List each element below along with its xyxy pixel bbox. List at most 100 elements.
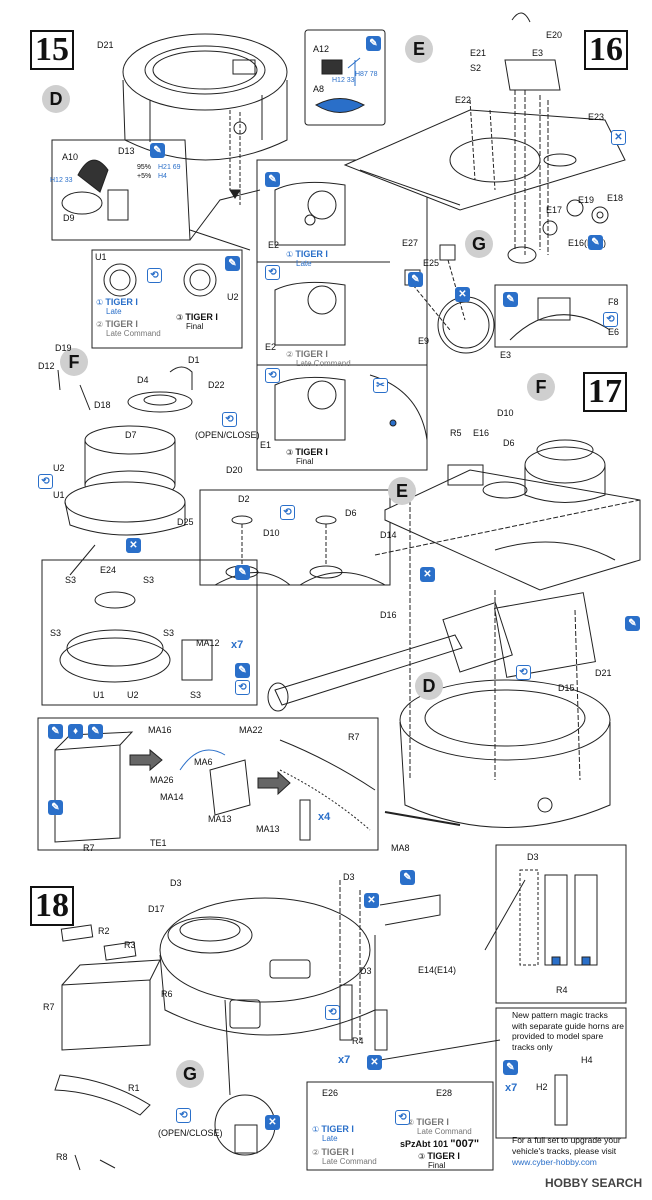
part-label: E24 <box>100 565 117 575</box>
part-label: A10 <box>62 152 79 162</box>
part-label: E22 <box>455 95 472 105</box>
glue-icon: ✕ <box>367 1055 382 1070</box>
part-label: E14(E14) <box>418 965 457 975</box>
rotate-view-icon: ⟲ <box>147 268 162 283</box>
variant-number: ② <box>407 1118 415 1127</box>
part-label: S3 <box>143 575 155 585</box>
part-label: R4 <box>352 1036 364 1046</box>
drill-icon: ✕ <box>611 130 626 145</box>
glue-icon: ✎ <box>503 292 518 307</box>
glue-icon: ✎ <box>265 172 280 187</box>
subassembly-e-marker: E <box>405 35 433 63</box>
subassembly-f-marker-17: F <box>527 373 555 401</box>
subassembly-d-marker: D <box>42 85 70 113</box>
part-label: E2 <box>265 342 277 352</box>
glue-icon: ✕ <box>265 1115 280 1130</box>
part-label: D12 <box>38 361 55 371</box>
variant-legend-1: ① TIGER I Late <box>286 249 328 269</box>
part-label: R6 <box>161 989 173 999</box>
variant-sub: Late <box>296 259 312 268</box>
part-label: E2 <box>268 240 280 250</box>
glue-icon: ✎ <box>235 663 250 678</box>
part-label: E17 <box>546 205 563 215</box>
part-label: D16 <box>380 610 397 620</box>
part-label: D10 <box>263 528 280 538</box>
part-label: MA12 <box>196 638 220 648</box>
rotate-view-icon: ⟲ <box>38 474 53 489</box>
variant-name: TIGER I <box>416 1117 449 1127</box>
variant-number: ① <box>312 1125 320 1134</box>
part-label: D2 <box>238 494 250 504</box>
part-label: F8 <box>608 297 619 307</box>
variant-number: ② <box>96 320 104 329</box>
part-label: S2 <box>470 63 482 73</box>
part-label: D3 <box>360 966 372 976</box>
step-18-number: 18 <box>30 886 74 926</box>
part-label: D7 <box>125 430 137 440</box>
part-label: R7 <box>83 843 95 853</box>
variant-sub: Final <box>428 1161 446 1170</box>
variant-sub: Late <box>106 307 122 316</box>
rotate-view-icon: ⟲ <box>265 368 280 383</box>
part-label: U2 <box>227 292 239 302</box>
part-label: D6 <box>503 438 515 448</box>
subassembly-d-marker-17: D <box>415 672 443 700</box>
part-label: E16(E16) <box>568 238 606 248</box>
drill-icon: ✕ <box>364 893 379 908</box>
glue-icon: ✎ <box>48 724 63 739</box>
part-label: D21 <box>97 40 114 50</box>
cut-mark-icon: ✂ <box>373 378 388 393</box>
rotate-view-icon: ⟲ <box>325 1005 340 1020</box>
part-label: D10 <box>497 408 514 418</box>
part-label: D4 <box>137 375 149 385</box>
glue-icon: ✎ <box>503 1060 518 1075</box>
part-label: D25 <box>177 517 194 527</box>
part-label: E23 <box>588 112 605 122</box>
variant-name: TIGER I <box>295 249 328 259</box>
rotate-view-icon: ⟲ <box>516 665 531 680</box>
part-label: D19 <box>55 343 72 353</box>
upgrade-note: For a full set to upgrade your vehicle's… <box>512 1135 621 1156</box>
variant-legend-b-3: ③ TIGER I Final <box>418 1152 460 1171</box>
variant-sub: Late <box>322 1134 338 1143</box>
part-label: R2 <box>98 926 110 936</box>
glue-icon: ✎ <box>588 235 603 250</box>
glue-icon: ✎ <box>625 616 640 631</box>
part-label: E1 <box>260 440 272 450</box>
variant-name: TIGER I <box>105 297 138 307</box>
part-label: D13 <box>118 146 135 156</box>
part-label: MA6 <box>194 757 213 767</box>
variant-legend-u-1: ① TIGER I Late <box>96 297 138 317</box>
variant-number: ③ <box>176 313 184 322</box>
paint-code: H12 33 <box>332 77 355 84</box>
mix-ratio: +5% <box>137 173 152 180</box>
part-label: E19 <box>578 195 595 205</box>
quantity-note: x7 <box>505 1082 518 1094</box>
variant-number: ② <box>312 1148 320 1157</box>
glue-icon: ✕ <box>420 567 435 582</box>
rotate-view-icon: ⟲ <box>222 412 237 427</box>
variant-number: ③ <box>418 1152 426 1161</box>
part-label: D6 <box>345 508 357 518</box>
part-label: H2 <box>536 1082 548 1092</box>
glue-icon: ✎ <box>235 565 250 580</box>
mix-ratio: 95% <box>137 164 152 171</box>
variant-name: TIGER I <box>295 447 328 457</box>
part-label: E6 <box>608 327 620 337</box>
variant-sub: Late Command <box>296 359 351 368</box>
part-label: S3 <box>190 690 202 700</box>
part-label: D14 <box>380 530 397 540</box>
paint-code: H12 33 <box>50 177 73 184</box>
quantity-note: x4 <box>318 811 331 823</box>
part-label: D18 <box>94 400 111 410</box>
variant-legend-b-1: ① TIGER I Late <box>312 1125 354 1144</box>
variant-name: TIGER I <box>105 319 138 329</box>
drill-icon: ✕ <box>126 538 141 553</box>
rotate-view-icon: ⟲ <box>395 1110 410 1125</box>
variant-sub: Final <box>296 457 314 466</box>
tracks-note: New pattern magic tracks with separate g… <box>512 1010 624 1052</box>
part-label: MA14 <box>160 792 184 802</box>
part-label: E3 <box>532 48 544 58</box>
part-label: MA22 <box>239 725 263 735</box>
part-label: D21 <box>595 668 612 678</box>
